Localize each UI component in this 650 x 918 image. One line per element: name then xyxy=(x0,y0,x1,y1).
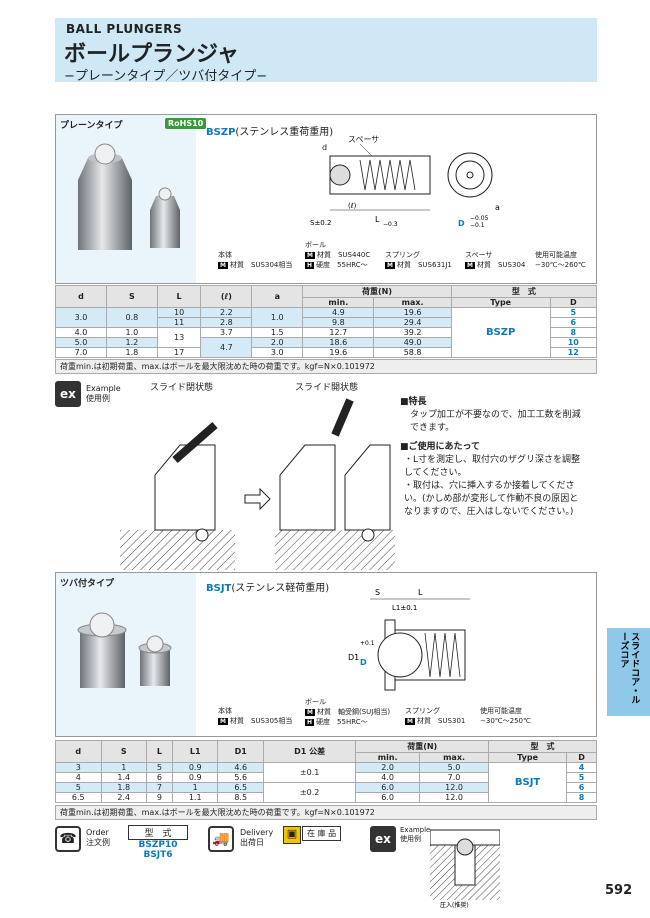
page-header xyxy=(55,18,597,82)
dim-D: D xyxy=(360,658,367,667)
rohs-badge: RoHS10 xyxy=(165,118,207,129)
flange-type-photo-area xyxy=(56,573,196,736)
dim-a: a xyxy=(495,203,500,212)
bsjt-dimension-diagram: S L L1±0.1 D1 D +0.1 xyxy=(348,588,470,691)
svg-text:−0.3: −0.3 xyxy=(383,221,398,228)
title-en: BALL PLUNGERS xyxy=(66,22,183,36)
bsjt-temp: 使用可能温度 −30℃〜250℃ xyxy=(480,707,531,725)
bszp-spec-table: d S L (ℓ) a 荷重(N) 型 式 min. max. Type D 3… xyxy=(55,285,598,358)
svg-text:(ℓ): (ℓ) xyxy=(348,202,357,210)
dim-D: D xyxy=(458,219,465,228)
flange-type-label: ツバ付タイプ xyxy=(60,579,115,589)
bszp-temp: 使用可能温度 −30℃〜260℃ xyxy=(535,251,586,269)
box-icon: ▣ xyxy=(283,826,301,844)
dim-s: S xyxy=(375,588,380,597)
phone-icon: ☎ xyxy=(55,826,81,852)
dim-s: S±0.2 xyxy=(310,219,331,227)
side-tab[interactable]: スライドコア・ルーズコア xyxy=(607,628,650,716)
bsjt-title: BSJT(ステンレス軽荷重用) xyxy=(206,583,330,594)
bsjt-table-note: 荷重min.は初期荷重、max.はボールを最大限沈めた時の荷重です。kgf=N×… xyxy=(55,805,597,820)
svg-text:+0.1: +0.1 xyxy=(360,640,375,647)
delivery-label: Delivery 出荷日 xyxy=(240,828,274,847)
bszp-dimension-diagram: スペーサ d S±0.2 L −0.3 (ℓ) a D −0.05 −0.1 xyxy=(310,135,500,229)
dim-L1: L1±0.1 xyxy=(392,604,417,612)
page-number: 592 xyxy=(605,883,633,898)
example-label: Example 使用例 xyxy=(86,384,121,403)
dim-L: L xyxy=(418,588,423,597)
example-badge-footer: ex xyxy=(370,826,396,852)
stock-label: 在 庫 品 xyxy=(302,826,342,841)
bsjt-spec-table: d S L L1 D1 D1 公差 荷重(N) 型 式 min. max. Ty… xyxy=(55,740,597,803)
dim-L: L xyxy=(375,215,380,224)
truck-icon: 🚚 xyxy=(208,826,234,852)
dim-D1: D1 xyxy=(348,653,359,662)
example-diagram xyxy=(120,398,395,570)
slide-open-label: スライド開状態 xyxy=(295,383,359,393)
title-jp: ボールプランジャ xyxy=(64,42,239,67)
plain-type-label: プレーンタイプ xyxy=(60,121,123,131)
svg-text:−0.05: −0.05 xyxy=(470,215,489,222)
footer-note-small: 圧入(推奨) xyxy=(440,901,469,909)
slide-closed-label: スライド閉状態 xyxy=(150,383,214,393)
spacer-label: スペーサ xyxy=(348,135,379,144)
order-label: Order 注文例 xyxy=(86,828,110,847)
example-badge: ex xyxy=(55,381,81,407)
plain-plunger-photo xyxy=(78,143,180,250)
order-example: 型 式 BSZP10 BSJT6 xyxy=(128,825,188,860)
footer-example-diagram: 圧入(推奨) xyxy=(430,829,500,909)
dim-d: d xyxy=(322,143,327,152)
bszp-title: BSZP(ステンレス重荷重用) xyxy=(206,127,334,138)
bszp-table-note: 荷重min.は初期荷重、max.はボールを最大限沈めた時の荷重です。kgf=N×… xyxy=(55,359,597,374)
svg-text:−0.1: −0.1 xyxy=(470,222,485,229)
features-text: ■特長 タップ加工が不要なので、加工工数を削減できます。 ■ご使用にあたって ・… xyxy=(400,397,581,517)
example-label-footer: Example 使用例 xyxy=(400,826,431,843)
flange-plunger-photo xyxy=(77,612,172,688)
subtitle: −プレーンタイプ／ツバ付タイプ− xyxy=(64,69,268,84)
